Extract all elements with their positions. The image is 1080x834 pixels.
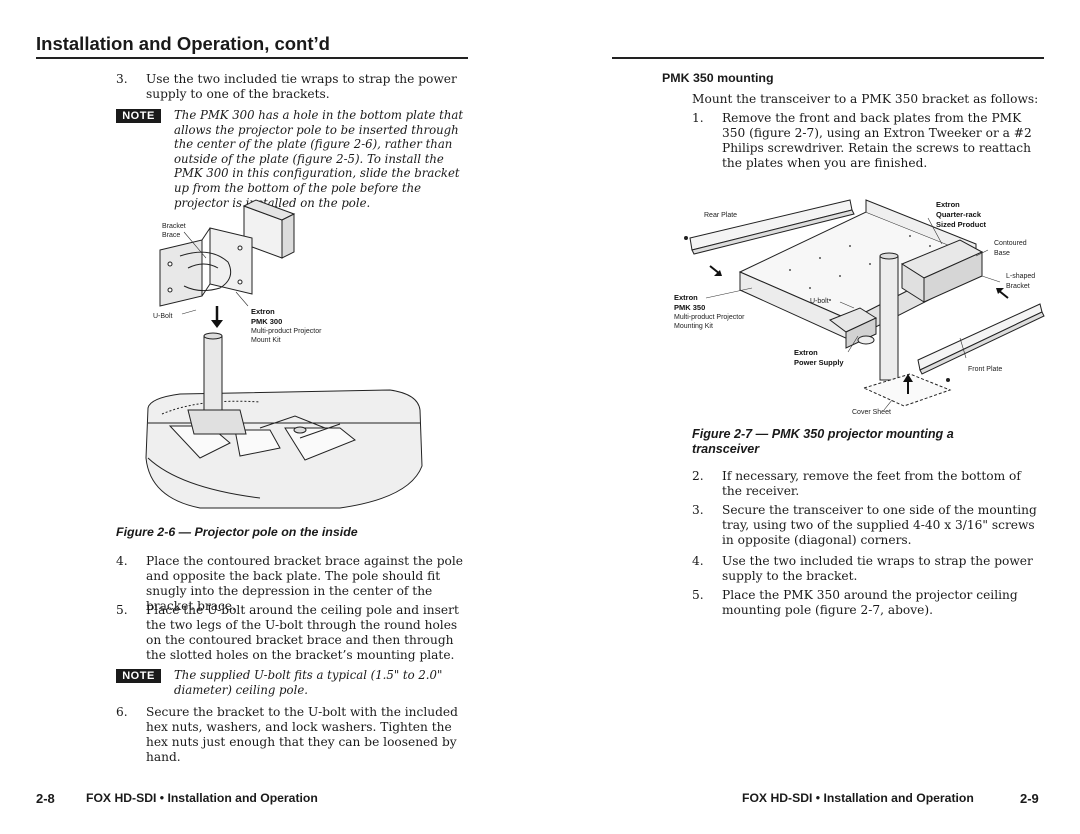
arrow-icon [709,265,1009,394]
fig7-label-rearplate: Rear Plate [704,212,737,219]
fig7-label-sized: Sized Product [936,220,987,229]
fig6-label-mountkit: Mount Kit [251,337,281,344]
fig7-label-frontplate: Front Plate [968,366,1002,373]
header-rule-right [612,57,1044,59]
right-step-2: 2. If necessary, remove the feet from th… [692,469,1021,498]
fig6-label-extron: Extron [251,307,275,316]
page-number-left: 2-8 [36,791,55,806]
left-step-6: 6. Secure the bracket to the U-bolt with… [116,705,458,764]
footer-title-right: FOX HD-SDI • Installation and Operation [742,791,974,805]
right-step-5: 5. Place the PMK 350 around the projecto… [692,588,1018,617]
fig6-label-multi: Multi-product Projector [251,328,322,335]
fig6-label-brace: Brace [162,232,180,239]
fig7-label-bracket: Bracket [1006,283,1030,290]
intro-text: Mount the transceiver to a PMK 350 brack… [692,92,1039,106]
figure-2-7-illustration: Rear Plate Extron Quarter-rack Sized Pro… [674,199,1045,416]
pole-drawing [187,332,247,435]
fig7-label-base: Base [994,250,1010,257]
right-step-4: 4. Use the two included tie wraps to str… [692,554,1033,583]
fig7-label-pmk350: PMK 350 [674,303,705,312]
header-rule-left [36,57,468,59]
projector-drawing [145,389,423,509]
fig7-label-extron1: Extron [936,200,960,209]
down-arrow-icon [211,306,223,328]
fig7-label-qrack: Quarter-rack [936,210,982,219]
note-badge: NOTE [116,109,161,123]
pmk350-drawing [684,199,1045,407]
fig7-label-mountingkit: Mounting Kit [674,323,713,330]
page-number-right: 2-9 [1020,791,1039,806]
right-step-3: 3. Secure the transceiver to one side of… [692,503,1037,547]
footer-title-left: FOX HD-SDI • Installation and Operation [86,791,318,805]
fig7-label-multi: Multi-product Projector [674,314,745,321]
right-step-1: 1. Remove the front and back plates from… [692,111,1032,170]
bracket-drawing [159,199,296,307]
fig6-label-pmk300: PMK 300 [251,317,282,326]
fig6-label-bracket: Bracket [162,223,186,230]
fig6-label-ubolt: U-Bolt [153,313,173,320]
fig7-label-extron2: Extron [674,293,698,302]
page-title: Installation and Operation, cont’d [36,33,330,54]
fig7-label-extron3: Extron [794,348,818,357]
fig7-label-psupply: Power Supply [794,358,844,367]
note-badge: NOTE [116,669,161,683]
fig7-label-contoured: Contoured [994,240,1027,247]
note-text: The supplied U-bolt fits a typical (1.5"… [174,668,443,697]
fig7-label-lshaped: L-shaped [1006,273,1035,280]
fig7-label-ubolt: U-bolt [810,298,829,305]
left-step-5: 5. Place the U-bolt around the ceiling p… [116,603,459,662]
section-heading: PMK 350 mounting [662,71,774,85]
note-text: The PMK 300 has a hole in the bottom pla… [174,108,464,210]
fig7-label-coversheet: Cover Sheet [852,409,891,416]
left-step-3: 3. Use the two included tie wraps to str… [116,72,457,101]
figure-2-7-caption: Figure 2-7 — PMK 350 projector mounting … [692,427,954,456]
left-step-4: 4. Place the contoured bracket brace aga… [116,554,464,613]
figure-2-6-illustration: Bracket Brace U-Bolt Extron PMK 300 Mult… [145,199,423,509]
figure-2-6-caption: Figure 2-6 — Projector pole on the insid… [116,525,358,539]
